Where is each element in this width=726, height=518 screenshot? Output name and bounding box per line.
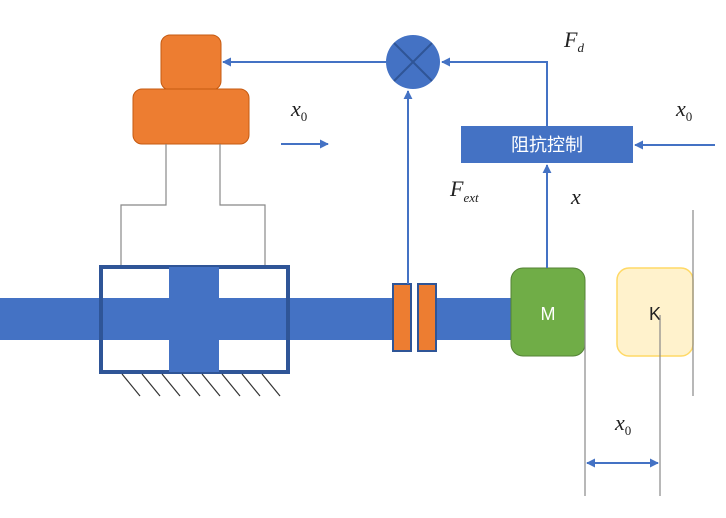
x-label: x <box>570 184 581 209</box>
impedance-controller: 阻抗控制 <box>461 126 633 163</box>
force-sensor <box>392 283 437 352</box>
ground-hatch-icon <box>121 373 281 397</box>
actuator-bottom-block <box>132 88 250 145</box>
sensor-plate-right <box>417 283 437 352</box>
sensor-plate-left <box>392 283 412 352</box>
summing-junction-x-icon <box>386 35 440 89</box>
shaft-segment <box>435 298 513 340</box>
actuator <box>132 34 250 145</box>
mass-label: M <box>541 304 556 324</box>
controller-label: 阻抗控制 <box>511 135 583 156</box>
signal-lines <box>222 57 715 468</box>
mass-block: M <box>510 267 586 357</box>
guide-housing <box>99 265 290 374</box>
stiffness-label: K <box>649 304 661 324</box>
fext-label: Fext <box>449 176 479 205</box>
fd-label: Fd <box>563 27 584 55</box>
x0-label-dimension: x0 <box>614 410 631 438</box>
math-labels: Fd Fext x x0 x0 x0 <box>290 27 692 438</box>
actuator-top-block <box>160 34 222 91</box>
actuator-linkage <box>120 144 266 266</box>
arrow-controller-to-junction <box>441 57 548 126</box>
x0-label-top-left: x0 <box>290 96 307 124</box>
stiffness-block: K <box>616 267 694 357</box>
controller-box <box>461 126 633 163</box>
reference-lines <box>584 210 694 496</box>
housing-piston <box>169 267 219 372</box>
x0-label-top-right: x0 <box>675 96 692 124</box>
